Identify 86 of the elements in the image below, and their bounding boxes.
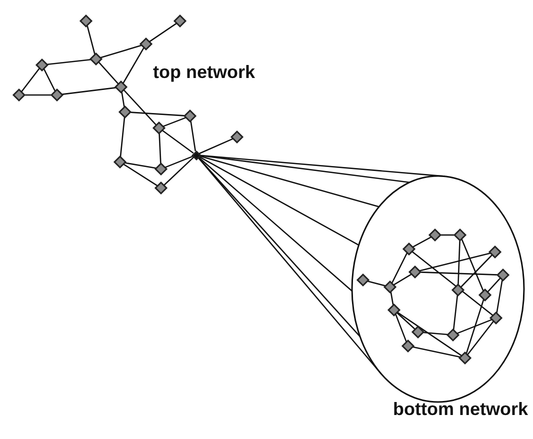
network-node xyxy=(114,156,126,168)
network-node xyxy=(153,122,165,134)
network-node xyxy=(51,89,63,101)
connector-line xyxy=(457,319,492,334)
network-node xyxy=(140,38,152,50)
network-node xyxy=(489,246,501,258)
connector-line xyxy=(121,92,125,107)
connector-line xyxy=(397,312,462,356)
connector-line xyxy=(198,138,234,154)
network-node xyxy=(119,106,131,118)
network-node xyxy=(90,53,102,65)
connector-line xyxy=(25,94,51,96)
connector-line xyxy=(412,346,460,358)
network-ellipse xyxy=(351,175,525,403)
connector-line xyxy=(393,274,412,286)
connector-line xyxy=(396,312,416,330)
connector-line xyxy=(100,44,142,58)
connector-line xyxy=(199,155,380,208)
connector-line xyxy=(395,314,407,342)
connector-line xyxy=(461,238,484,292)
connector-line xyxy=(21,68,40,92)
connector-line xyxy=(496,280,503,313)
connector-line xyxy=(190,121,196,152)
connector-line xyxy=(47,58,91,66)
connector-line xyxy=(120,117,126,157)
network-label: bottom network xyxy=(393,399,528,420)
connector-line xyxy=(390,292,394,306)
connector-line xyxy=(123,90,157,126)
connector-line xyxy=(466,299,484,354)
connector-line xyxy=(149,22,177,42)
connector-line xyxy=(165,156,194,168)
connector-line xyxy=(123,164,158,186)
network-node xyxy=(402,340,414,352)
connector-line xyxy=(198,156,352,292)
connector-line xyxy=(423,332,448,336)
connector-line xyxy=(452,295,458,330)
connector-line xyxy=(412,251,494,316)
connector-line xyxy=(62,87,116,95)
connector-line xyxy=(200,154,410,184)
network-node xyxy=(357,274,369,286)
connector-line xyxy=(86,26,96,54)
connector-line xyxy=(458,240,460,284)
network-node xyxy=(36,59,48,71)
connector-line xyxy=(198,156,360,338)
network-node xyxy=(452,284,464,296)
network-node xyxy=(155,163,167,175)
connector-line xyxy=(125,162,156,169)
network-node xyxy=(13,89,25,101)
network-node xyxy=(384,281,396,293)
connector-line xyxy=(130,112,184,116)
connector-line xyxy=(163,117,186,127)
network-node xyxy=(174,15,186,27)
network-node xyxy=(479,289,491,301)
connector-line xyxy=(162,130,194,154)
network-node xyxy=(115,81,127,93)
connector-line xyxy=(441,234,454,236)
network-node xyxy=(490,312,502,324)
network-node xyxy=(155,182,167,194)
network-node xyxy=(429,229,441,241)
network-node xyxy=(497,269,509,281)
network-node xyxy=(403,243,415,255)
connector-line xyxy=(98,62,119,84)
connector-line xyxy=(420,252,490,272)
network-node xyxy=(409,266,421,278)
connector-line xyxy=(158,134,162,164)
connector-line xyxy=(460,254,492,288)
network-node xyxy=(388,304,400,316)
network-node xyxy=(459,352,471,364)
network-node xyxy=(184,110,196,122)
connector-line xyxy=(122,47,144,84)
network-node xyxy=(447,329,459,341)
network-node xyxy=(231,131,243,143)
connector-line xyxy=(412,236,432,248)
hub-node xyxy=(192,150,200,160)
network-label: top network xyxy=(153,62,255,83)
network-node xyxy=(80,15,92,27)
connector-line xyxy=(164,156,194,186)
connector-line xyxy=(487,278,501,292)
connector-line xyxy=(198,156,360,246)
connector-line xyxy=(368,280,386,286)
connector-line xyxy=(467,321,494,355)
network-node xyxy=(454,229,466,241)
network-node xyxy=(412,326,424,338)
connector-line xyxy=(43,68,56,92)
connector-line xyxy=(391,252,408,284)
connector-line xyxy=(420,272,498,276)
